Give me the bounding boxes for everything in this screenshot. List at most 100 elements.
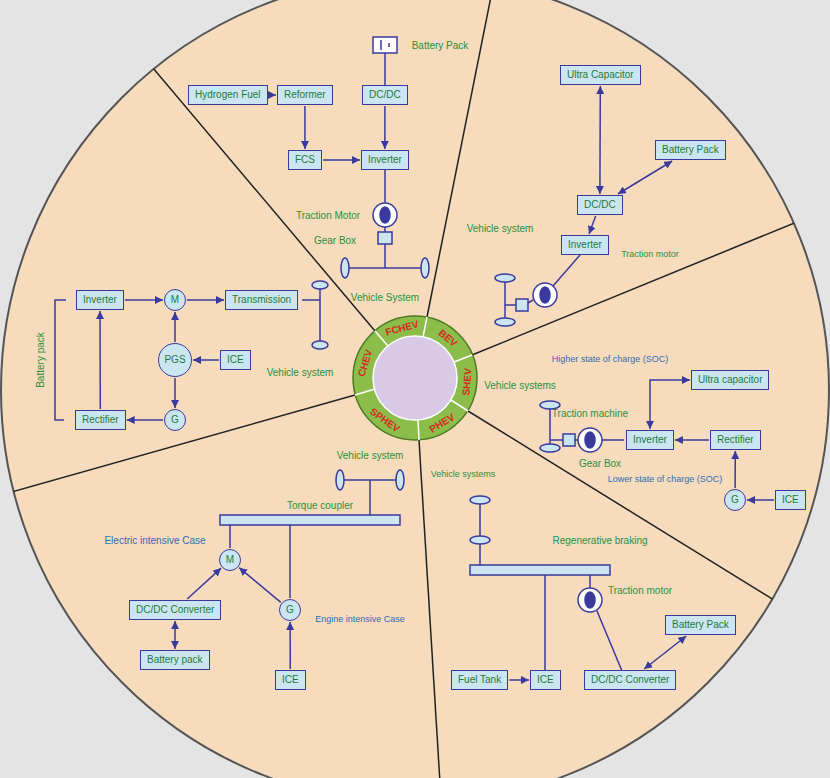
component-name: PGS bbox=[164, 354, 185, 366]
axle bbox=[549, 405, 551, 448]
component-box: DC/DC bbox=[577, 195, 623, 215]
ring-label: SHEV bbox=[460, 368, 473, 396]
shaft bbox=[302, 299, 320, 301]
part-label: Battery pack bbox=[35, 332, 46, 388]
part-label: Gear Box bbox=[579, 458, 621, 469]
wheel bbox=[396, 470, 404, 490]
component-box: Battery Pack bbox=[655, 140, 726, 160]
power-flow-arrow bbox=[127, 419, 163, 421]
wheel bbox=[540, 444, 560, 452]
gear-box bbox=[378, 232, 392, 244]
wheel bbox=[470, 536, 490, 544]
shaft bbox=[505, 304, 516, 306]
shaft bbox=[369, 480, 371, 515]
component-name: Inverter bbox=[83, 294, 117, 306]
component-name: Inverter bbox=[568, 239, 602, 251]
gear-box bbox=[516, 299, 528, 311]
component-name: Fuel Tank bbox=[458, 674, 501, 686]
power-flow-arrow bbox=[174, 378, 176, 408]
ring-label: FCHEV bbox=[384, 318, 420, 337]
motor-rotor bbox=[540, 287, 550, 303]
motor-rotor bbox=[585, 432, 595, 448]
component-name: Rectifier bbox=[717, 434, 754, 446]
component-box: Ultra capacitor bbox=[691, 370, 769, 390]
motor-symbol bbox=[533, 283, 557, 307]
motor-symbol bbox=[578, 588, 602, 612]
part-label: Electric intensive Case bbox=[104, 535, 205, 546]
part-label: Gear Box bbox=[314, 235, 356, 246]
part-label: Traction Motor bbox=[296, 210, 360, 221]
bev-drive bbox=[495, 255, 580, 326]
battery-symbol bbox=[373, 37, 397, 53]
battery-plate bbox=[380, 40, 382, 50]
component-name: ICE bbox=[227, 354, 244, 366]
part-label: Regenerative braking bbox=[552, 535, 647, 546]
ring-separator bbox=[355, 389, 375, 395]
wheel bbox=[470, 496, 490, 504]
motor-rotor bbox=[380, 207, 390, 223]
component-box: Reformer bbox=[277, 85, 333, 105]
power-flow-arrow bbox=[589, 216, 596, 234]
ring-label: PHEV bbox=[427, 411, 456, 434]
component-name: Transmission bbox=[232, 294, 291, 306]
component-name: Ultra Capacitor bbox=[567, 69, 634, 81]
component-box: Inverter bbox=[626, 430, 674, 450]
component-name: G bbox=[731, 494, 739, 506]
component-name: G bbox=[286, 604, 294, 616]
power-flow-arrow bbox=[304, 106, 306, 149]
machine-circle: G bbox=[724, 489, 746, 511]
part-label: Traction motor bbox=[621, 250, 679, 260]
power-flow-arrow bbox=[509, 679, 529, 681]
phev-drive bbox=[470, 496, 622, 671]
component-name: Battery pack bbox=[147, 654, 203, 666]
component-name: DC/DC Converter bbox=[591, 674, 669, 686]
sector-line bbox=[419, 440, 458, 778]
component-box: Battery Pack bbox=[665, 615, 736, 635]
ring-separator bbox=[451, 400, 468, 411]
component-box: ICE bbox=[530, 670, 561, 690]
wheel bbox=[312, 341, 328, 349]
wheel bbox=[341, 258, 349, 278]
wire bbox=[597, 611, 622, 671]
component-name: ICE bbox=[282, 674, 299, 686]
battery-plate bbox=[388, 43, 390, 47]
sphev-drive bbox=[220, 470, 404, 598]
power-flow-arrow bbox=[289, 622, 291, 669]
component-box: Inverter bbox=[76, 290, 124, 310]
battery-loop bbox=[55, 300, 66, 420]
ring-label: SPHEV bbox=[368, 406, 402, 435]
component-box: Inverter bbox=[361, 150, 409, 170]
part-label: Vehicle system bbox=[467, 223, 534, 234]
machine-circle: M bbox=[219, 549, 241, 571]
component-box: DC/DC bbox=[362, 85, 408, 105]
power-flow-arrow bbox=[269, 94, 276, 96]
component-name: Hydrogen Fuel bbox=[195, 89, 261, 101]
shaft bbox=[229, 525, 231, 548]
power-flow-arrow bbox=[650, 380, 690, 429]
component-name: Ultra capacitor bbox=[698, 374, 762, 386]
part-label: Torque coupler bbox=[287, 500, 353, 511]
wheel bbox=[495, 318, 515, 326]
component-box: Battery pack bbox=[140, 650, 210, 670]
sector-line bbox=[472, 113, 830, 355]
power-flow-arrow bbox=[618, 161, 672, 194]
machine-circle: M bbox=[164, 289, 186, 311]
wire bbox=[384, 169, 386, 203]
component-box: Transmission bbox=[225, 290, 298, 310]
wheel bbox=[421, 258, 429, 278]
component-name: G bbox=[171, 414, 179, 426]
axle bbox=[319, 285, 321, 345]
torque-coupler-bar bbox=[220, 515, 400, 525]
component-box: FCS bbox=[288, 150, 322, 170]
power-flow-arrow bbox=[99, 311, 101, 409]
power-flow-arrow bbox=[734, 451, 736, 488]
motor-symbol bbox=[578, 428, 602, 452]
axle bbox=[340, 479, 400, 481]
component-name: Battery Pack bbox=[672, 619, 729, 631]
motor-rotor bbox=[585, 592, 595, 608]
power-flow-arrow bbox=[384, 106, 386, 149]
part-label: Vehicle system bbox=[337, 450, 404, 461]
